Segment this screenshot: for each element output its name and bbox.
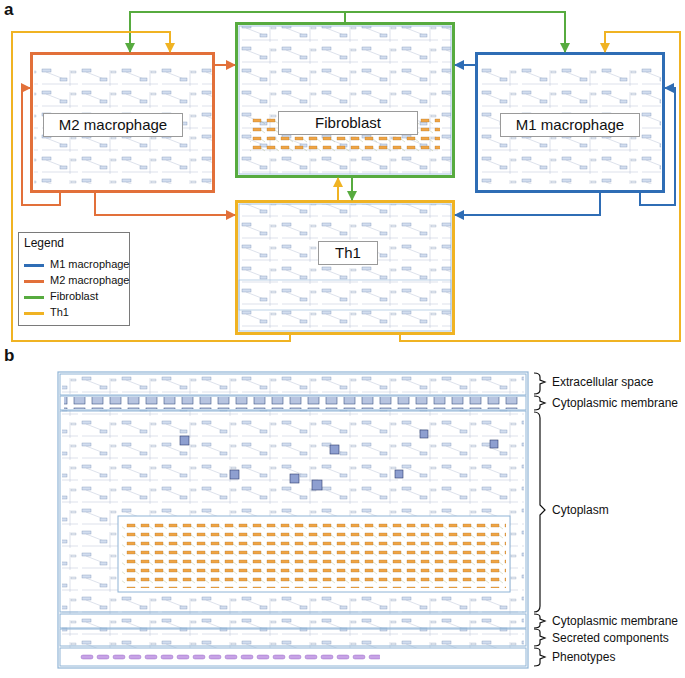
legend-title: Legend — [24, 236, 64, 250]
bracket — [534, 373, 545, 666]
network-texture — [479, 68, 661, 184]
compartment-band — [60, 396, 526, 410]
compartment-band — [60, 629, 526, 646]
legend-swatch — [24, 280, 44, 283]
network-texture — [122, 520, 506, 588]
compartment-label: Phenotypes — [552, 650, 615, 664]
hub-nodes — [180, 430, 498, 490]
interaction-arrow — [351, 178, 353, 200]
compartment-label: Cytoplasmic membrane — [552, 396, 678, 410]
cell-type-label: M1 macrophage — [500, 113, 640, 137]
cell-type-label: Th1 — [318, 241, 378, 265]
cell-type-box: M2 macrophage — [30, 52, 215, 193]
self-loop — [22, 88, 60, 205]
interaction-arrow — [345, 12, 565, 52]
legend-swatch — [24, 264, 44, 267]
panel-letter: b — [4, 346, 14, 366]
panel-letter: a — [4, 0, 13, 20]
cell-type-label: Fibroblast — [278, 111, 418, 135]
legend-text: M1 macrophage — [50, 258, 130, 270]
interaction-arrow — [215, 64, 235, 66]
interaction-arrow — [12, 32, 290, 341]
phenotype-row — [80, 654, 380, 660]
inner-frame — [239, 204, 451, 331]
legend-text: M2 macrophage — [50, 274, 130, 286]
network-texture — [239, 204, 451, 331]
cell-type-box: M1 macrophage — [475, 52, 665, 193]
interaction-arrow — [400, 32, 680, 341]
inner-frame — [239, 280, 451, 310]
inner-frame — [118, 516, 510, 592]
inner-frame — [239, 26, 451, 174]
compartment-label: Cytoplasmic membrane — [552, 614, 678, 628]
compartment-band — [60, 648, 526, 666]
network-texture — [34, 68, 212, 184]
network-texture — [62, 374, 524, 666]
cell-type-label: M2 macrophage — [43, 113, 183, 137]
compartment-band — [60, 614, 526, 628]
network-texture — [239, 26, 451, 174]
compartment-label: Secreted components — [552, 631, 669, 645]
interaction-arrow — [455, 193, 600, 215]
legend-text: Th1 — [50, 306, 69, 318]
compartment-band — [60, 374, 526, 395]
cell-outline — [58, 372, 528, 668]
interaction-arrow — [337, 178, 339, 200]
receptor-row — [64, 397, 522, 409]
legend-swatch — [24, 296, 44, 299]
compartment-band — [60, 411, 526, 612]
legend-swatch — [24, 312, 44, 315]
cell-type-box: Fibroblast — [235, 22, 455, 178]
self-loop — [640, 88, 675, 205]
compartment-label: Cytoplasm — [552, 503, 609, 517]
interaction-arrow — [95, 193, 235, 215]
cell-type-box: Th1 — [235, 200, 455, 335]
compartment-label: Extracellular space — [552, 375, 653, 389]
legend-text: Fibroblast — [50, 290, 98, 302]
interaction-arrow — [455, 64, 475, 66]
